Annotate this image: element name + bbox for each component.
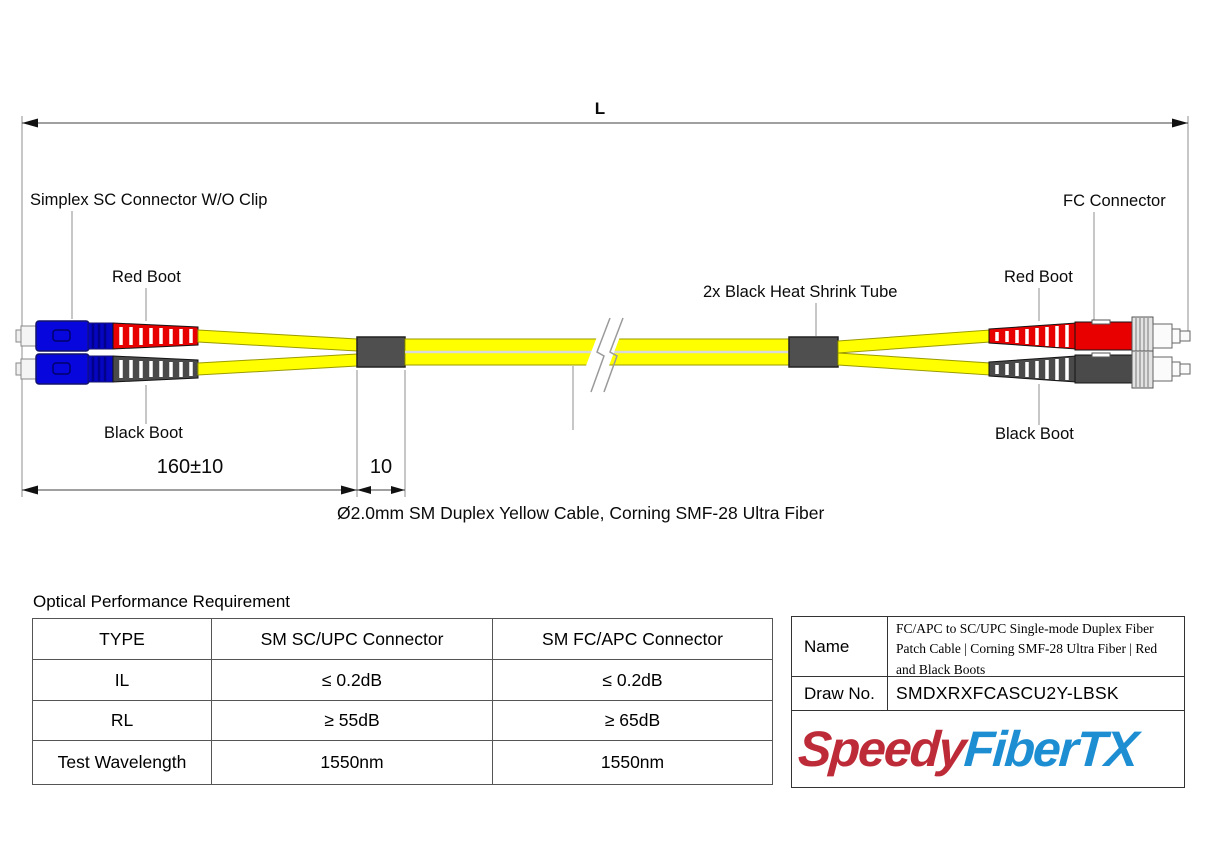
red-boot-right <box>988 322 1077 350</box>
fc-connector-bottom <box>988 350 1191 389</box>
fc-connector-label: FC Connector <box>1063 192 1166 210</box>
title-block-drawno-row: Draw No. SMDXRXFCASCU2Y-LBSK <box>792 677 1184 711</box>
dimension-overall-length: L <box>21 99 1189 497</box>
black-boot-left-label: Black Boot <box>104 424 183 442</box>
heat-shrink-label: 2x Black Heat Shrink Tube <box>703 283 897 301</box>
boot-corrugation <box>995 358 1069 380</box>
knurl-ridges <box>1135 318 1149 353</box>
boot-corrugation <box>119 327 193 345</box>
cable-left-top <box>197 329 358 352</box>
fc-key <box>1171 361 1181 377</box>
red-boot-left-label: Red Boot <box>112 268 181 286</box>
table-row-wavelength: Test Wavelength 1550nm 1550nm <box>32 740 773 785</box>
speedyfibertx-logo: SpeedyFiberTX <box>797 721 1143 777</box>
boot-corrugation <box>119 360 193 378</box>
sc-ferrule <box>20 325 37 347</box>
cell-rl-fc: ≥ 65dB <box>492 700 773 741</box>
break-line-left <box>590 317 611 393</box>
draw-no-label: Draw No. <box>792 677 888 710</box>
logo-text: SpeedyFiberTX <box>797 721 1143 777</box>
dim-10-label: 10 <box>370 456 392 478</box>
table-row-il: IL ≤ 0.2dB ≤ 0.2dB <box>32 659 773 701</box>
optical-performance-table: TYPE SM SC/UPC Connector SM FC/APC Conne… <box>32 618 773 785</box>
sc-body-slot <box>52 329 71 342</box>
black-boot-right <box>988 355 1077 383</box>
cell-rl-sc: ≥ 55dB <box>211 700 493 741</box>
sc-body-slot <box>52 362 71 375</box>
table-header-row: TYPE SM SC/UPC Connector SM FC/APC Conne… <box>32 618 773 660</box>
arrowhead-icon <box>341 485 357 495</box>
red-boot-left <box>112 322 199 350</box>
title-block-name-row: Name FC/APC to SC/UPC Single-mode Duplex… <box>792 617 1184 677</box>
cell-il-fc: ≤ 0.2dB <box>492 659 773 701</box>
sc-connector-bottom <box>15 353 199 385</box>
dim-160-label: 160±10 <box>157 456 224 478</box>
sc-connector-label: Simplex SC Connector W/O Clip <box>30 191 268 209</box>
fc-coupling-nut <box>1131 350 1154 389</box>
black-boot-left <box>112 355 199 383</box>
arrowhead-right-icon <box>1172 118 1188 128</box>
draw-no-value: SMDXRXFCASCU2Y-LBSK <box>896 683 1119 703</box>
sc-body <box>35 320 90 352</box>
cell-rl-type: RL <box>32 700 212 741</box>
cell-wl-type: Test Wavelength <box>32 740 212 785</box>
arrowhead-left-icon <box>22 118 38 128</box>
boot-corrugation <box>995 325 1069 347</box>
header-type: TYPE <box>32 618 212 660</box>
fc-ferrule <box>1179 330 1191 342</box>
black-boot-right-label: Black Boot <box>995 425 1074 443</box>
fc-barrel <box>1152 323 1173 349</box>
sc-ferrule <box>20 358 37 380</box>
performance-table-title: Optical Performance Requirement <box>33 592 291 611</box>
callouts: Simplex SC Connector W/O Clip Red Boot B… <box>30 191 1166 443</box>
cell-wl-sc: 1550nm <box>211 740 493 785</box>
right-heat-shrink-tube <box>788 336 839 368</box>
fc-body-notch <box>1091 319 1111 325</box>
break-gap <box>584 334 621 371</box>
cable-left-bottom <box>197 353 358 376</box>
table-row-rl: RL ≥ 55dB ≥ 65dB <box>32 700 773 741</box>
sc-body <box>35 353 90 385</box>
fc-connector-top <box>988 316 1191 355</box>
arrowhead-icon <box>391 486 405 494</box>
logo-fibertx: FiberTX <box>962 721 1143 777</box>
header-sc-connector: SM SC/UPC Connector <box>211 618 493 660</box>
fc-body <box>1074 354 1133 384</box>
cell-wl-fc: 1550nm <box>492 740 773 785</box>
cable-diagram: L Simplex SC Connector W/O Clip Red Boot… <box>15 99 1191 523</box>
dimension-l-label: L <box>595 99 605 118</box>
break-line-right <box>603 317 624 393</box>
cable-spec-label: Ø2.0mm SM Duplex Yellow Cable, Corning S… <box>337 503 824 523</box>
arrowhead-icon <box>357 486 371 494</box>
dimension-breakout: 160±10 10 <box>22 370 406 497</box>
name-value: FC/APC to SC/UPC Single-mode Duplex Fibe… <box>896 621 1158 677</box>
title-block: Name FC/APC to SC/UPC Single-mode Duplex… <box>791 616 1185 788</box>
fc-body-notch <box>1091 352 1111 358</box>
logo-speedy: Speedy <box>797 721 971 777</box>
cell-il-type: IL <box>32 659 212 701</box>
fc-body <box>1074 321 1133 351</box>
fc-key <box>1171 328 1181 344</box>
fc-barrel <box>1152 356 1173 382</box>
fc-coupling-nut <box>1131 316 1154 355</box>
sc-connector-top <box>15 320 199 352</box>
header-fc-connector: SM FC/APC Connector <box>492 618 773 660</box>
cable-right-bottom <box>837 352 991 376</box>
cell-il-sc: ≤ 0.2dB <box>211 659 493 701</box>
red-boot-right-label: Red Boot <box>1004 268 1073 286</box>
knurl-ridges <box>1135 352 1149 387</box>
breakout-heat-shrink-tube <box>356 336 406 368</box>
fc-ferrule <box>1179 363 1191 375</box>
title-block-logo-row: SpeedyFiberTX <box>792 711 1184 787</box>
cable-right-top <box>837 329 991 354</box>
name-label: Name <box>792 617 888 676</box>
break-symbol-icon <box>584 317 624 393</box>
arrowhead-icon <box>22 485 38 495</box>
